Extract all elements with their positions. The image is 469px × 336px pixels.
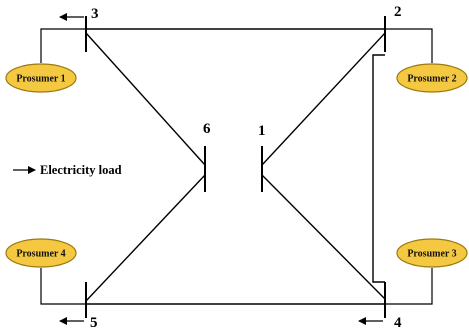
line-5-6	[85, 174, 206, 302]
bus-label-2: 2	[394, 4, 402, 20]
prosumer-1-ellipse	[5, 63, 77, 93]
bus-label-5: 5	[90, 315, 98, 331]
transmission-lines	[85, 28, 386, 305]
prosumer-2-ellipse	[396, 63, 468, 93]
line-2-1	[261, 32, 386, 166]
prosumer-4-label: Prosumer 4	[16, 249, 65, 260]
bus-bars	[85, 16, 386, 318]
prosumer-1: Prosumer 1	[5, 63, 77, 93]
load-arrows	[13, 13, 383, 325]
prosumer-3: Prosumer 3	[396, 238, 468, 268]
prosumer-connections	[40, 28, 433, 305]
prosumer-2-label: Prosumer 2	[407, 74, 456, 85]
line-3-6	[85, 32, 206, 166]
bus-label-1: 1	[258, 123, 266, 139]
prosumer-4-ellipse	[5, 238, 77, 268]
legend-label: Electricity load	[40, 163, 122, 177]
prosumer-1-connection	[40, 28, 86, 63]
prosumer-2-connection	[385, 28, 433, 63]
bus-label-6: 6	[203, 121, 211, 137]
prosumer-3-ellipse	[396, 238, 468, 268]
prosumer-2: Prosumer 2	[396, 63, 468, 93]
line-4-1	[261, 174, 386, 300]
line-2-4	[372, 54, 385, 283]
prosumer-4-connection	[40, 268, 86, 305]
prosumer-3-connection	[385, 268, 433, 305]
bus-label-4: 4	[394, 315, 402, 331]
prosumer-1-label: Prosumer 1	[16, 74, 65, 85]
prosumer-3-label: Prosumer 3	[407, 249, 456, 260]
bus-label-3: 3	[91, 6, 99, 22]
prosumer-4: Prosumer 4	[5, 238, 77, 268]
bus-labels: 3 2 6 1 5 4	[90, 4, 402, 331]
